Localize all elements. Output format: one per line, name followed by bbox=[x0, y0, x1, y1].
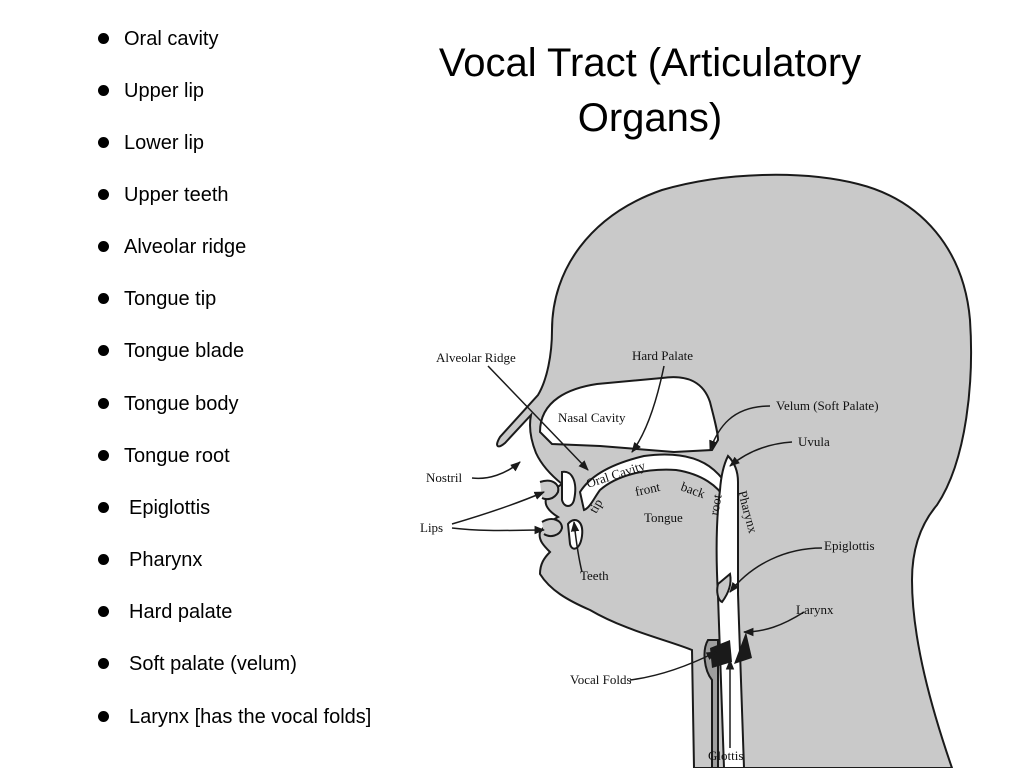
bullet-dot-icon bbox=[98, 397, 109, 409]
pharynx bbox=[715, 454, 746, 768]
larynx bbox=[703, 639, 719, 768]
leader-vocal-folds bbox=[629, 651, 717, 681]
slide-title: Vocal Tract (Articulatory Organs) bbox=[410, 36, 890, 146]
title-line-2: Organs) bbox=[577, 96, 723, 140]
bullet-dot-icon bbox=[98, 136, 109, 148]
leader-uvula bbox=[729, 441, 793, 467]
bullet-list: Oral cavity Upper lip Lower lip Upper te… bbox=[0, 0, 400, 768]
upper-teeth bbox=[561, 470, 577, 507]
bullet-text: Tongue tip bbox=[124, 288, 217, 310]
label-tip: tip bbox=[586, 496, 606, 515]
bullet-text: Upper teeth bbox=[124, 184, 229, 206]
epiglottis bbox=[716, 572, 732, 604]
bullet-text: Upper lip bbox=[124, 80, 205, 102]
bullet-item: Alveolar ridge bbox=[98, 232, 246, 262]
bullet-item: Larynx [has the vocal folds] bbox=[98, 702, 371, 732]
bullet-text: Tongue body bbox=[124, 393, 239, 415]
bullet-item: Lower lip bbox=[98, 128, 204, 158]
bullet-dot-icon bbox=[98, 344, 109, 356]
bullet-dot-icon bbox=[98, 240, 109, 252]
label-hard-palate: Hard Palate bbox=[632, 348, 693, 363]
leader-velum bbox=[709, 405, 771, 451]
label-teeth: Teeth bbox=[580, 568, 609, 583]
vocal-fold bbox=[734, 632, 752, 664]
leader-alveolar-ridge bbox=[487, 365, 589, 471]
bullet-item: Tongue root bbox=[98, 441, 230, 471]
bullet-item: Tongue blade bbox=[98, 336, 244, 366]
bullet-dot-icon bbox=[98, 188, 109, 200]
label-tongue: Tongue bbox=[644, 510, 683, 525]
bullet-item: Oral cavity bbox=[98, 24, 218, 54]
label-alveolar-ridge: Alveolar Ridge bbox=[436, 350, 516, 365]
bullet-dot-icon bbox=[98, 501, 109, 513]
leader-lines bbox=[451, 365, 823, 748]
bullet-item: Upper teeth bbox=[98, 180, 229, 210]
label-nasal-cavity: Nasal Cavity bbox=[558, 410, 626, 425]
bullet-dot-icon bbox=[98, 32, 109, 44]
label-vocal-folds: Vocal Folds bbox=[570, 672, 632, 687]
bullet-dot-icon bbox=[98, 710, 109, 722]
leader-hard-palate bbox=[631, 365, 665, 453]
bullet-text: Oral cavity bbox=[124, 28, 219, 50]
label-epiglottis: Epiglottis bbox=[824, 538, 875, 553]
bullet-dot-icon bbox=[98, 657, 109, 669]
leader-lips-upper bbox=[451, 491, 545, 525]
bullet-item: Epiglottis bbox=[98, 493, 210, 523]
leader-larynx bbox=[742, 611, 805, 637]
bullet-text: Soft palate (velum) bbox=[129, 653, 297, 675]
leader-epiglottis bbox=[729, 547, 823, 593]
label-lips: Lips bbox=[420, 520, 443, 535]
nasal-cavity bbox=[538, 376, 720, 454]
bullet-text: Lower lip bbox=[124, 132, 205, 154]
leader-nostril bbox=[471, 461, 521, 480]
label-front: front bbox=[634, 479, 662, 499]
label-glottis: Glottis bbox=[708, 748, 743, 763]
leader-lips-lower bbox=[451, 525, 546, 535]
bullet-text: Tongue root bbox=[124, 445, 230, 467]
bullet-item: Upper lip bbox=[98, 76, 204, 106]
bullet-item: Tongue tip bbox=[98, 284, 216, 314]
bullet-item: Tongue body bbox=[98, 389, 239, 419]
bullet-dot-icon bbox=[98, 605, 109, 617]
label-velum: Velum (Soft Palate) bbox=[776, 398, 879, 413]
vocal-tract-diagram: Alveolar Ridge Hard Palate Nasal Cavity … bbox=[420, 173, 973, 768]
bullet-item: Soft palate (velum) bbox=[98, 649, 297, 679]
label-larynx: Larynx bbox=[796, 602, 834, 617]
bullet-text: Alveolar ridge bbox=[124, 236, 247, 258]
bullet-dot-icon bbox=[98, 553, 109, 565]
bullet-dot-icon bbox=[98, 84, 109, 96]
lower-lip bbox=[541, 518, 564, 537]
upper-lip bbox=[539, 479, 560, 501]
bullet-text: Larynx [has the vocal folds] bbox=[129, 706, 372, 728]
bullet-text: Hard palate bbox=[129, 601, 233, 623]
bullet-dot-icon bbox=[98, 292, 109, 304]
bullet-item: Pharynx bbox=[98, 545, 202, 575]
bullet-text: Epiglottis bbox=[129, 497, 211, 519]
bullet-dot-icon bbox=[98, 449, 109, 461]
label-nostril: Nostril bbox=[426, 470, 463, 485]
bullet-text: Pharynx bbox=[129, 549, 203, 571]
bullet-item: Hard palate bbox=[98, 597, 232, 627]
title-line-1: Vocal Tract (Articulatory bbox=[438, 41, 862, 85]
label-uvula: Uvula bbox=[798, 434, 830, 449]
leader-teeth bbox=[570, 520, 583, 573]
label-root: root bbox=[706, 493, 724, 517]
bullet-text: Tongue blade bbox=[124, 340, 245, 362]
